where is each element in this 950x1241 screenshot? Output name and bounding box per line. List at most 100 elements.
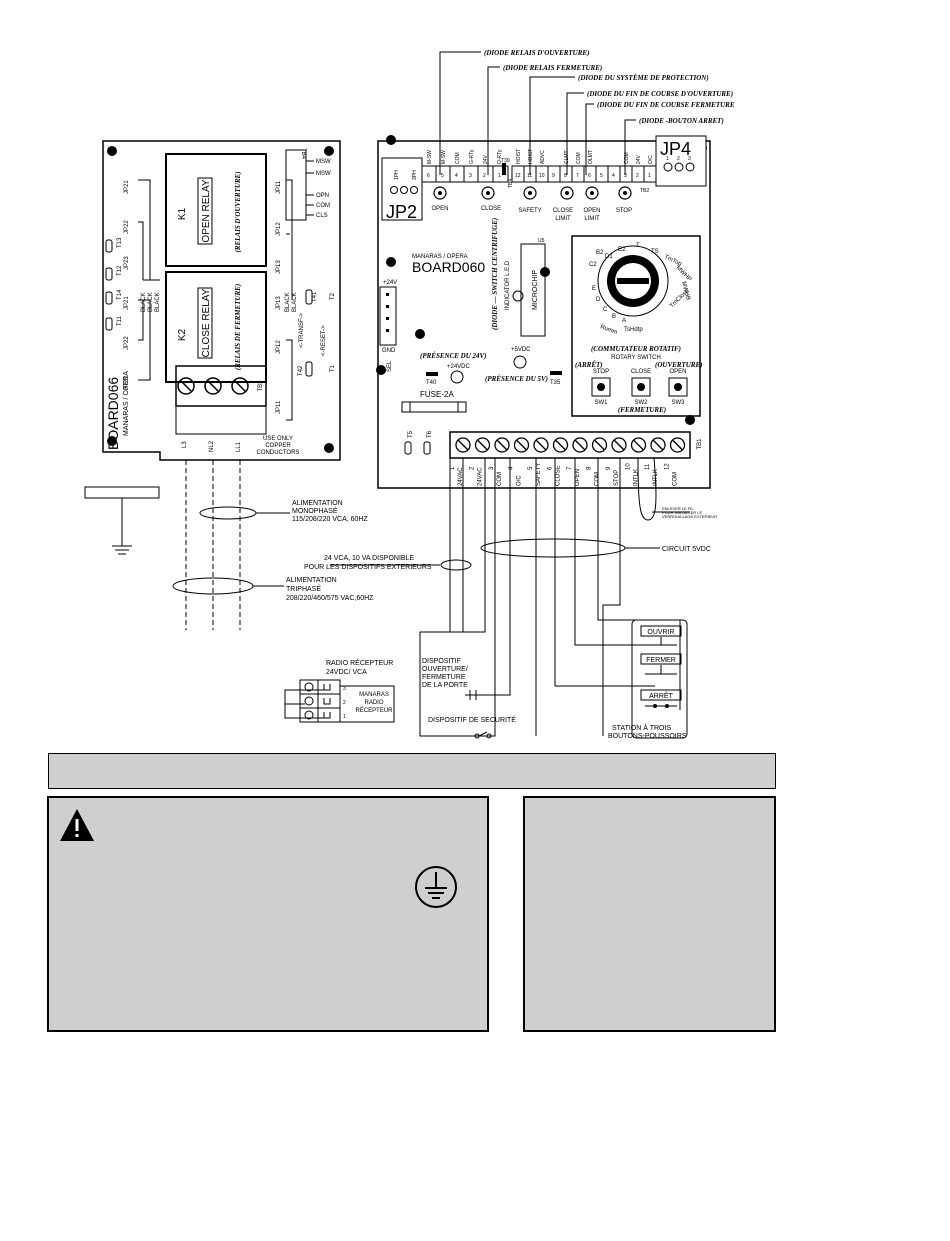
svg-text:T2: T2 <box>330 292 336 300</box>
svg-text:+24V: +24V <box>383 280 397 286</box>
tb1-screw-slot <box>535 439 547 451</box>
board066: OPEN RELAY K1 (RELAIS D'OUVERTURE) CLOSE… <box>102 140 341 461</box>
svg-text:MANARAS: MANARAS <box>359 692 389 698</box>
svg-text:BLACK: BLACK <box>141 292 147 312</box>
svg-text:(DIODE — SWITCH CENTRIFUGE): (DIODE — SWITCH CENTRIFUGE) <box>491 218 499 330</box>
svg-text:MWHP: MWHP <box>675 265 693 283</box>
svg-text:T5: T5 <box>408 430 414 438</box>
svg-text:SW1: SW1 <box>594 400 608 406</box>
jumper-labels-left: JP21 JP22 JP23 JP21 JP22 JP23 <box>124 180 130 390</box>
svg-text:T41: T41 <box>312 291 318 302</box>
svg-text:STOP: STOP <box>593 369 609 375</box>
svg-text:BLACK: BLACK <box>155 292 161 312</box>
tb1-screw-slot <box>672 439 683 451</box>
svg-text:GND: GND <box>382 348 396 354</box>
notes-panel <box>523 796 776 1032</box>
tb1-screw-slot <box>613 439 625 451</box>
svg-text:6: 6 <box>588 173 591 179</box>
svg-text:RADIO: RADIO <box>364 700 383 706</box>
svg-text:+24VDC: +24VDC <box>447 364 471 370</box>
svg-text:7: 7 <box>576 173 579 179</box>
svg-text:HOIST: HOIST <box>516 149 522 164</box>
tb1-terminal-label: INTLK <box>634 469 640 486</box>
tb1-screw-slot <box>574 439 586 451</box>
tb1-screw <box>591 437 608 453</box>
svg-text:OLMT: OLMT <box>588 150 594 164</box>
tb1-screw-slot <box>496 439 508 451</box>
svg-text:(OUVERTURE): (OUVERTURE) <box>655 361 702 369</box>
tb1-terminal-label: 24VAC <box>478 467 484 486</box>
svg-text:E: E <box>592 286 596 292</box>
svg-text:ROTARY SWITCH: ROTARY SWITCH <box>611 355 661 361</box>
svg-text:D: D <box>596 297 601 303</box>
svg-text:(PRÉSENCE DU 24V): (PRÉSENCE DU 24V) <box>420 352 487 360</box>
relay2-id: K2 <box>177 328 188 341</box>
copper-note: USE ONLY COPPER CONDUCTORS <box>257 436 300 456</box>
svg-text:OPEN: OPEN <box>431 206 448 212</box>
tb1-terminal-label: COM <box>497 472 503 486</box>
tb1-terminal-number: 6 <box>548 466 554 470</box>
svg-text:1: 1 <box>498 173 501 179</box>
svg-text:T1: T1 <box>330 364 336 372</box>
svg-text:BOUTONS-POUSSOIRS: BOUTONS-POUSSOIRS <box>608 733 687 740</box>
svg-text:TB2: TB2 <box>640 188 649 194</box>
svg-text:INDICATOR L.E.D: INDICATOR L.E.D <box>505 260 511 310</box>
jp2-label: JP2 <box>386 202 417 222</box>
svg-text:JP22: JP22 <box>124 220 130 234</box>
svg-text:C2: C2 <box>589 262 597 268</box>
svg-text:T12: T12 <box>117 265 123 276</box>
tb1-terminal-number: 10 <box>626 463 632 470</box>
svg-text:CIRCUIT 5VDC: CIRCUIT 5VDC <box>662 546 711 553</box>
tb1-terminal-label: INTLK <box>653 469 659 486</box>
svg-text:3: 3 <box>469 173 472 179</box>
svg-text:ALIMENTATION: ALIMENTATION <box>286 577 337 584</box>
tb1-terminal-number: 9 <box>606 466 612 470</box>
svg-text:SAFETY: SAFETY <box>518 208 541 214</box>
tb1-screw-slot <box>457 439 469 451</box>
svg-text:3: 3 <box>688 156 691 162</box>
svg-text:L3: L3 <box>182 441 188 448</box>
svg-text:9: 9 <box>552 173 555 179</box>
tb4-term-4: COM <box>316 203 330 209</box>
svg-text:M-SW: M-SW <box>427 150 433 164</box>
svg-text:E2: E2 <box>618 247 626 253</box>
diode-label-close-limit: (DIODE DU FIN DE COURSE FERMETURE <box>597 101 735 109</box>
tb1-screw-slot <box>594 439 605 451</box>
diode-label-protection: (DIODE DU SYSTÈME DE PROTECTION) <box>578 74 709 82</box>
tb1-terminal-number: 3 <box>489 466 495 470</box>
tb1-terminal-number: 11 <box>645 463 651 470</box>
svg-text:5: 5 <box>600 173 603 179</box>
svg-text:FERMETURE: FERMETURE <box>422 674 466 681</box>
diode-label-open-relay: (DIODE RELAIS D'OUVERTURE) <box>484 49 589 57</box>
svg-text:TRIPHASÉ: TRIPHASÉ <box>286 584 321 593</box>
svg-text:(ARRÊT): (ARRÊT) <box>575 361 603 369</box>
tb1-screw <box>650 437 666 453</box>
tb4-term-3: OPN <box>316 193 329 199</box>
svg-text:8: 8 <box>564 173 567 179</box>
svg-text:JP23: JP23 <box>124 256 130 270</box>
tb1-terminal-number: 1 <box>450 466 456 470</box>
svg-text:4: 4 <box>612 173 615 179</box>
tb1-terminal-label: 24VAC <box>458 467 464 486</box>
svg-text:1: 1 <box>648 173 651 179</box>
tb1-terminal-label: STOP <box>614 470 620 486</box>
svg-text:TB4: TB4 <box>508 179 514 188</box>
svg-text:24V: 24V <box>483 154 489 164</box>
svg-text:D1: D1 <box>605 254 613 260</box>
svg-text:JP12: JP12 <box>276 340 282 354</box>
svg-text:24VDC/ VCA: 24VDC/ VCA <box>326 669 367 676</box>
svg-text:TB1: TB1 <box>697 438 703 450</box>
tb1-screw-slot <box>555 439 566 451</box>
svg-text:RÉCEPTEUR: RÉCEPTEUR <box>355 707 393 714</box>
tb1-screw <box>611 437 627 453</box>
svg-text:O-RTy: O-RTy <box>497 149 503 164</box>
svg-text:USE ONLY: USE ONLY <box>263 436 293 442</box>
svg-text:O/C: O/C <box>648 155 654 164</box>
tb1-screw <box>474 437 491 453</box>
header-band <box>48 753 776 789</box>
relay1-fr: (RELAIS D'OUVERTURE) <box>234 171 242 252</box>
svg-text:LL1: LL1 <box>236 441 242 452</box>
svg-text:CLOSE: CLOSE <box>631 369 651 375</box>
svg-text:2: 2 <box>343 700 346 706</box>
